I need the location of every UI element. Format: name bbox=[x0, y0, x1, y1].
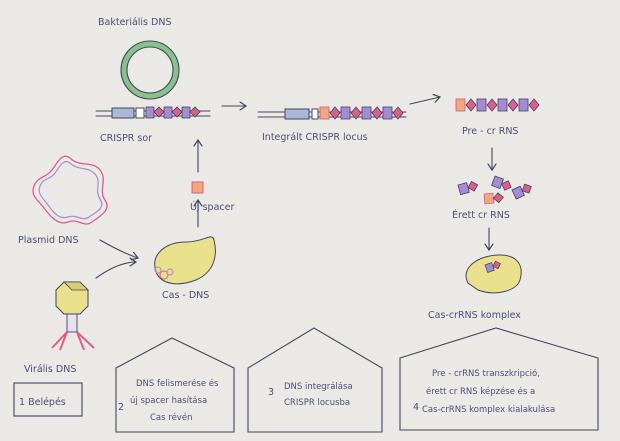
viral-dna-phage bbox=[52, 282, 94, 350]
step-3-number: 3 bbox=[268, 387, 274, 398]
step-panel-3 bbox=[248, 328, 382, 432]
step-2-line-3: Cas révén bbox=[150, 412, 192, 423]
mature-crrna-label: Érett cr RNS bbox=[452, 209, 510, 221]
integrated-locus-label: Integrált CRISPR locus bbox=[262, 132, 368, 143]
step-2-number: 2 bbox=[118, 402, 124, 413]
step-2-line-2: új spacer hasítása bbox=[130, 396, 207, 406]
plasmid-dna-label: Plasmid DNS bbox=[18, 235, 79, 246]
step-4-line-2: érett cr RNS képzése és a bbox=[426, 386, 535, 397]
arrow-plasmid-to-cas bbox=[100, 240, 138, 258]
pre-crrna-label: Pre - cr RNS bbox=[462, 126, 518, 137]
bacterial-dna-label: Bakteriális DNS bbox=[98, 17, 171, 28]
crispr-array-label: CRISPR sor bbox=[100, 133, 152, 144]
plasmid-dna bbox=[33, 156, 107, 224]
cas-dna-enzyme bbox=[155, 237, 216, 284]
mature-crrna-fragments bbox=[458, 176, 533, 204]
cas-crrna-complex bbox=[466, 255, 521, 293]
integrated-crispr-locus bbox=[258, 107, 406, 119]
arrow-to-pre-crrna bbox=[410, 97, 440, 104]
arrow-virus-to-cas bbox=[96, 262, 136, 278]
cas-dna-label: Cas - DNS bbox=[162, 290, 209, 301]
step-3-line-1: DNS integrálása bbox=[284, 382, 353, 392]
step-4-number: 4 bbox=[413, 402, 419, 413]
step-4-line-3: Cas-crRNS komplex kialakulása bbox=[422, 405, 555, 415]
step-4-line-1: Pre - crRNS transzkripció, bbox=[432, 368, 540, 379]
new-spacer-label: Új spacer bbox=[190, 201, 234, 213]
viral-dna-label: Virális DNS bbox=[24, 364, 76, 375]
cas-complex-label: Cas-crRNS komplex bbox=[428, 310, 521, 321]
step-1-text: 1 Belépés bbox=[19, 397, 66, 408]
pre-crrna-strand bbox=[456, 99, 539, 111]
step-3-line-2: CRISPR locusba bbox=[284, 398, 350, 408]
new-spacer-block bbox=[192, 182, 203, 193]
crispr-array bbox=[96, 107, 210, 118]
step-2-line-1: DNS felismerése és bbox=[136, 378, 219, 389]
bacterial-dna-circle bbox=[121, 41, 179, 99]
